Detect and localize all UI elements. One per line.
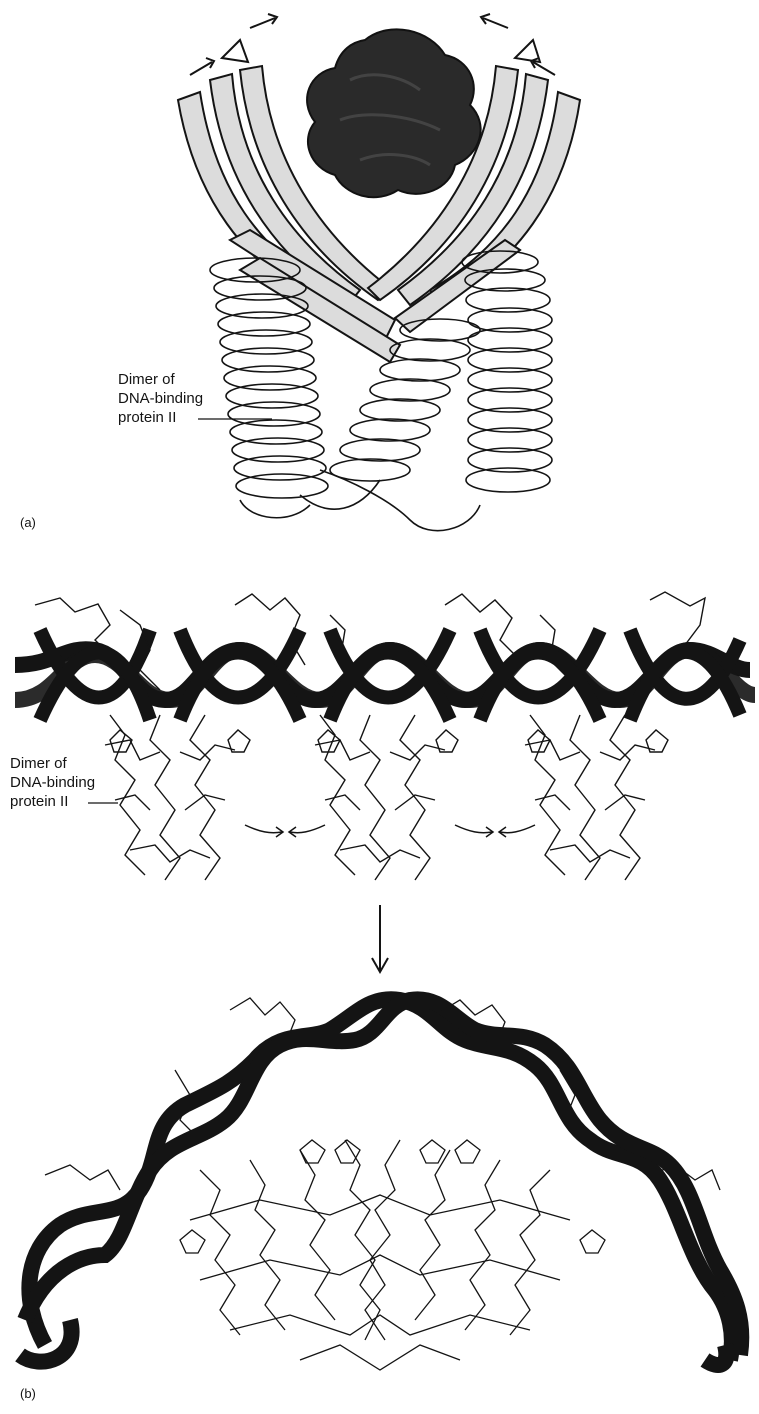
dimer-right bbox=[525, 715, 668, 880]
globular-core bbox=[307, 29, 481, 197]
panel-a-label-line-1: Dimer of bbox=[118, 371, 176, 388]
dimer-left bbox=[105, 715, 250, 880]
panel-b: Dimer of DNA-binding protein II bbox=[10, 592, 755, 1401]
panel-a-tag: (a) bbox=[20, 515, 36, 530]
panel-b-label: Dimer of DNA-binding protein II bbox=[10, 755, 118, 810]
panel-b-label-line-2: DNA-binding bbox=[10, 774, 95, 791]
protein-cluster bbox=[180, 1140, 605, 1370]
dimer-center bbox=[315, 715, 458, 880]
panel-a-label: Dimer of DNA-binding protein II bbox=[118, 371, 272, 426]
panel-b-label-line-1: Dimer of bbox=[10, 755, 68, 772]
protein-dimers-row bbox=[105, 715, 668, 880]
panel-b-tag: (b) bbox=[20, 1386, 36, 1401]
panel-a-label-line-2: DNA-binding bbox=[118, 390, 203, 407]
panel-a: Dimer of DNA-binding protein II (a) bbox=[20, 14, 580, 531]
down-arrow bbox=[372, 905, 388, 972]
panel-b-label-line-3: protein II bbox=[10, 793, 68, 810]
straight-dna-helix bbox=[15, 630, 755, 720]
panel-a-label-line-3: protein II bbox=[118, 409, 176, 426]
converging-arrows bbox=[245, 825, 535, 837]
